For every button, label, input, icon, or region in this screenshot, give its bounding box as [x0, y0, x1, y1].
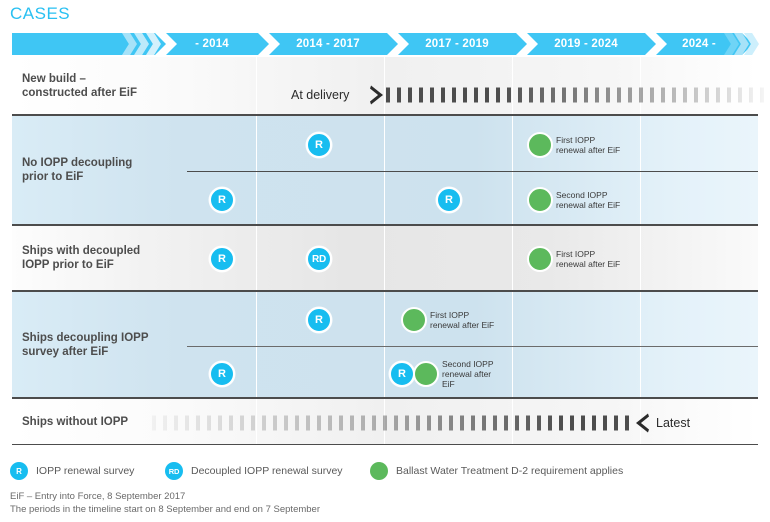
row-ships-decoupling-iopp-after-eif: Ships decoupling IOPP survey after EiF R…: [12, 291, 758, 398]
badge-label: R: [218, 194, 226, 206]
timeline-segment-label: 2019 - 2024: [554, 38, 618, 50]
ballast-d2-label: First IOPP renewal after EiF: [430, 310, 495, 330]
page-title: CASES: [10, 4, 71, 23]
badge-label: R: [315, 314, 323, 326]
timeline-segment-2014-2017[interactable]: 2014 - 2017: [269, 33, 398, 55]
timeline-segment-label: 2014 - 2017: [296, 38, 360, 50]
ballast-d2-dot[interactable]: [527, 132, 553, 158]
legend-label: IOPP renewal survey: [36, 465, 135, 477]
rd-badge-icon: RD: [165, 462, 183, 480]
legend: R IOPP renewal survey RD Decoupled IOPP …: [10, 458, 760, 484]
badge-label: R: [315, 139, 323, 151]
ballast-d2-dot[interactable]: [527, 187, 553, 213]
cases-matrix: New build – constructed after EiF At del…: [12, 57, 766, 445]
badge-label: RD: [311, 253, 327, 265]
ballast-d2-label: Second IOPP renewal after EiF: [442, 359, 494, 389]
iopp-renewal-badge[interactable]: R: [209, 246, 235, 272]
legend-badge-label: R: [16, 466, 22, 476]
row-subdivider: [187, 171, 758, 172]
ballast-d2-dot[interactable]: [401, 307, 427, 333]
iopp-renewal-badge[interactable]: R: [306, 132, 332, 158]
row-label: Ships decoupling IOPP survey after EiF: [22, 331, 149, 358]
row-new-build: New build – constructed after EiF At del…: [12, 57, 766, 115]
green-dot-icon: [370, 462, 388, 480]
legend-item-iopp-renewal: R IOPP renewal survey: [10, 458, 134, 484]
row-label: Ships with decoupled IOPP prior to EiF: [22, 245, 141, 271]
chevron-icon: [744, 33, 759, 55]
legend-item-ballast-d2: Ballast Water Treatment D-2 requirement …: [370, 458, 623, 484]
footnote-periods: The periods in the timeline start on 8 S…: [10, 504, 320, 515]
row-label: No IOPP decoupling prior to EiF: [22, 157, 133, 183]
ballast-d2-dot[interactable]: [413, 361, 439, 387]
at-delivery-note: At delivery: [291, 88, 350, 102]
iopp-renewal-badge[interactable]: R: [306, 307, 332, 333]
latest-timeline-dashes: [152, 415, 636, 431]
timeline-segment-label: 2024 -: [682, 38, 716, 50]
footnote-eif: EiF – Entry into Force, 8 September 2017: [10, 491, 186, 502]
iopp-renewal-badge[interactable]: R: [389, 361, 415, 387]
legend-label: Ballast Water Treatment D-2 requirement …: [396, 465, 624, 477]
row-ships-without-iopp: Ships without IOPP Latest: [12, 398, 758, 445]
badge-label: R: [445, 194, 453, 206]
row-label: Ships without IOPP: [22, 415, 129, 428]
chevron-left-icon: [636, 413, 649, 433]
timeline-segment-label: - 2014: [195, 38, 229, 50]
latest-note: Latest: [656, 416, 691, 430]
timeline-segment-2017-2019[interactable]: 2017 - 2019: [398, 33, 527, 55]
timeline-segment-label: 2017 - 2019: [425, 38, 489, 50]
timeline-segment-2019-2024[interactable]: 2019 - 2024: [527, 33, 656, 55]
badge-label: R: [218, 368, 226, 380]
legend-item-decoupled-iopp-renewal: RD Decoupled IOPP renewal survey: [165, 458, 343, 484]
footnotes: EiF – Entry into Force, 8 September 2017…: [10, 490, 320, 516]
row-subdivider: [187, 346, 758, 347]
iopp-renewal-badge[interactable]: R: [209, 361, 235, 387]
row-ships-with-decoupled-iopp: Ships with decoupled IOPP prior to EiF R…: [12, 225, 758, 291]
timeline-segment-pre-2014[interactable]: - 2014: [166, 33, 269, 55]
ballast-d2-label: First IOPP renewal after EiF: [556, 135, 621, 155]
badge-label: R: [218, 253, 226, 265]
r-badge-icon: R: [10, 462, 28, 480]
legend-badge-label: RD: [168, 466, 180, 476]
badge-label: R: [398, 368, 406, 380]
chevron-icon: [146, 33, 161, 55]
row-no-iopp-decoupling: No IOPP decoupling prior to EiF R First …: [12, 115, 758, 225]
ballast-d2-dot[interactable]: [527, 246, 553, 272]
legend-label: Decoupled IOPP renewal survey: [191, 465, 343, 477]
ballast-d2-label: Second IOPP renewal after EiF: [556, 190, 621, 210]
ballast-d2-label: First IOPP renewal after EiF: [556, 249, 621, 269]
row-label: New build – constructed after EiF: [22, 72, 138, 99]
timeline-header: - 2014 2014 - 2017 2017 - 2019 2019 - 20…: [12, 33, 758, 55]
delivery-timeline-dashes: [386, 87, 766, 103]
iopp-renewal-badge[interactable]: R: [209, 187, 235, 213]
iopp-renewal-badge[interactable]: R: [436, 187, 462, 213]
decoupled-iopp-renewal-badge[interactable]: RD: [306, 246, 332, 272]
chevron-right-icon: [370, 85, 383, 105]
